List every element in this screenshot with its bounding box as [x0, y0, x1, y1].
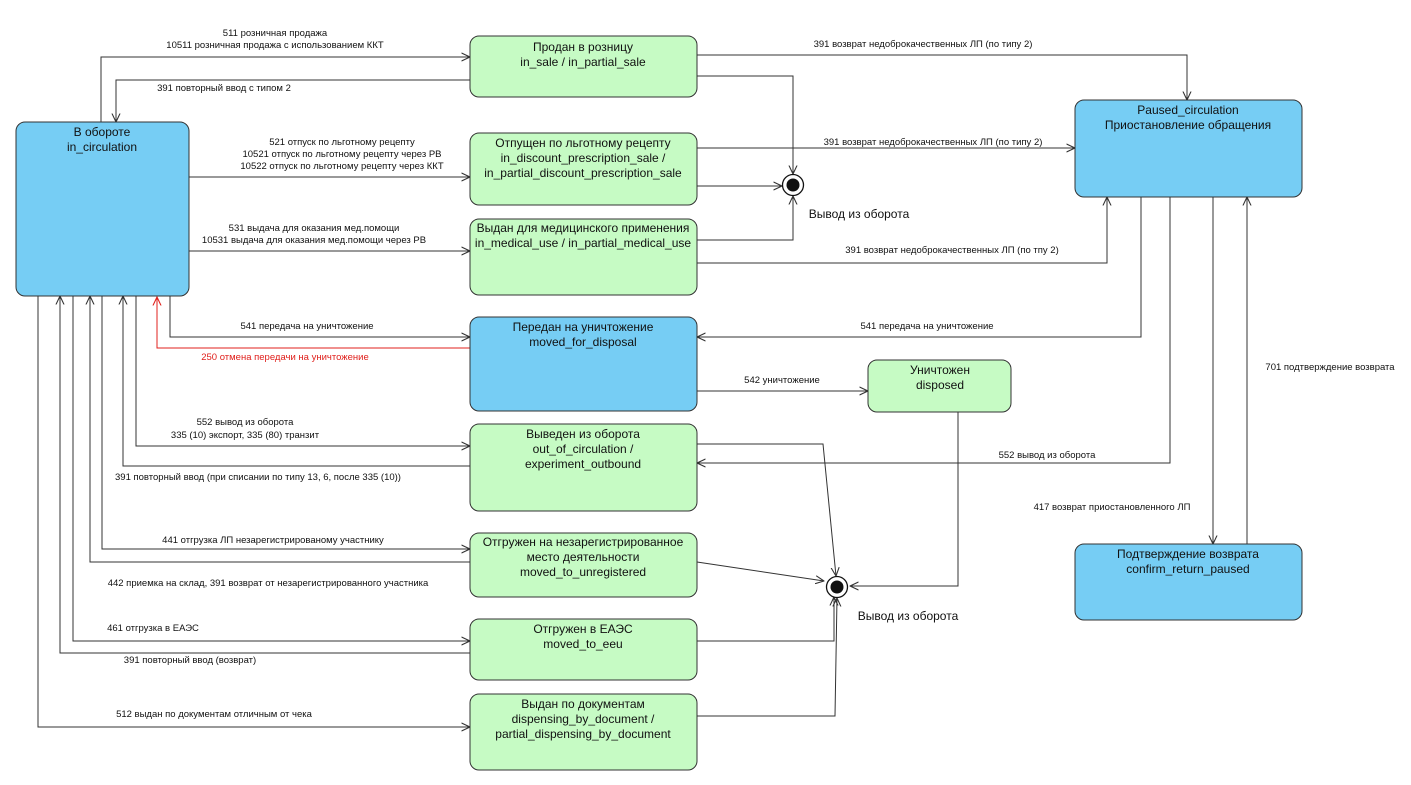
edge-label: 531 выдача для оказания мед.помощи: [229, 223, 400, 234]
edge-labels: 511 розничная продажа 10511 розничная пр…: [107, 28, 1395, 720]
edge-label: 701 подтверждение возврата: [1265, 362, 1395, 373]
edge-label: 521 отпуск по льготному рецепту: [269, 137, 415, 148]
edge-label: 10531 выдача для оказания мед.помощи чер…: [202, 235, 426, 246]
state-code: in_partial_discount_prescription_sale: [484, 166, 682, 180]
edge-label: 541 передача на уничтожение: [860, 321, 993, 332]
state-title: Выведен из оборота: [526, 427, 640, 441]
state-dispensing-by-document[interactable]: Выдан по документам dispensing_by_docume…: [469, 693, 698, 771]
edge-label: 250 отмена передачи на уничтожение: [201, 352, 369, 363]
edge-paused-to-out: [697, 197, 1171, 463]
edge-label: 391 повторный ввод с типом 2: [157, 83, 291, 94]
edge-sale-to-paused: [697, 54, 1187, 100]
state-title: место деятельности: [527, 550, 640, 564]
edge-label: 10521 отпуск по льготному рецепту через …: [242, 149, 441, 160]
edge-sale-back: [116, 79, 470, 122]
state-in-circulation[interactable]: В обороте in_circulation: [15, 121, 190, 297]
state-moved-to-eeu[interactable]: Отгружен в ЕАЭС moved_to_eeu: [469, 618, 698, 681]
edge-sale-to-terminal: [697, 75, 793, 174]
state-discount-prescription[interactable]: Отпущен по льготному рецепту in_discount…: [469, 132, 698, 206]
edge-to-out: [135, 296, 470, 446]
edge-eeu-to-terminal: [697, 597, 834, 642]
state-code: confirm_return_paused: [1126, 562, 1249, 576]
edge-label: 335 (10) экспорт, 335 (80) транзит: [171, 430, 320, 441]
edge-disposed-to-terminal: [850, 410, 959, 586]
edge-medical-to-paused: [697, 197, 1107, 264]
terminal-label: Вывод из оборота: [858, 609, 959, 623]
edge-label: 441 отгрузка ЛП незарегистрированому уча…: [162, 535, 384, 546]
edge-out-back: [123, 296, 470, 467]
final-state-top: Вывод из оборота: [781, 173, 910, 221]
edge-paused-to-disposal: [697, 197, 1142, 337]
edge-label: 10511 розничная продажа с использованием…: [166, 40, 384, 51]
state-code: out_of_circulation /: [533, 442, 634, 456]
state-title: Отпущен по льготному рецепту: [495, 136, 670, 150]
edge-medical-to-terminal: [697, 196, 793, 241]
state-in-sale[interactable]: Продан в розницу in_sale / in_partial_sa…: [469, 35, 698, 98]
state-out-of-circulation[interactable]: Выведен из оборота out_of_circulation / …: [469, 423, 698, 512]
edge-label: 552 вывод из оборота: [999, 450, 1096, 461]
state-code: experiment_outbound: [525, 457, 641, 471]
edge-label: 461 отгрузка в ЕАЭС: [107, 623, 199, 634]
state-code: moved_to_eeu: [543, 637, 622, 651]
edge-label: 391 повторный ввод (возврат): [124, 655, 256, 666]
edge-label: 391 возврат недоброкачественных ЛП (по т…: [845, 245, 1059, 256]
state-title: Отгружен на незарегистрированное: [483, 535, 684, 549]
final-state-bottom: Вывод из оборота: [825, 575, 959, 623]
state-code: in_circulation: [67, 140, 137, 154]
state-medical-use[interactable]: Выдан для медицинского применения in_med…: [469, 218, 698, 296]
state-confirm-return-paused[interactable]: Подтверждение возврата confirm_return_pa…: [1074, 543, 1303, 621]
state-title: Приостановление обращения: [1105, 118, 1271, 132]
state-title: Отгружен в ЕАЭС: [533, 622, 633, 636]
state-code: partial_dispensing_by_document: [495, 727, 671, 741]
edge-label: 541 передача на уничтожение: [240, 321, 373, 332]
state-disposed[interactable]: Уничтожен disposed: [867, 359, 1012, 413]
state-code: dispensing_by_document /: [512, 712, 655, 726]
edge-cancel-disposal: [157, 297, 470, 349]
state-code: in_sale / in_partial_sale: [520, 55, 646, 69]
edge-label: 417 возврат приостановленного ЛП: [1034, 502, 1191, 513]
edge-out-to-terminal: [697, 443, 836, 576]
state-title: В обороте: [74, 125, 131, 139]
edge-label: 552 вывод из оборота: [197, 417, 294, 428]
edges: [37, 54, 1247, 727]
edge-label: 391 возврат недоброкачественных ЛП (по т…: [824, 137, 1043, 148]
edge-to-sale: [100, 57, 470, 122]
state-title: Уничтожен: [910, 363, 970, 377]
edge-label: 512 выдан по документам отличным от чека: [116, 709, 313, 720]
edge-eeu-back: [60, 296, 470, 654]
edge-to-disposal: [169, 296, 470, 337]
edge-label: 10522 отпуск по льготному рецепту через …: [240, 161, 443, 172]
terminal-label: Вывод из оборота: [809, 207, 910, 221]
state-code: in_discount_prescription_sale /: [501, 151, 666, 165]
edge-label: 391 возврат недоброкачественных ЛП (по т…: [814, 39, 1033, 50]
state-title: Продан в розницу: [533, 40, 633, 54]
edge-to-document: [37, 296, 470, 727]
edge-label: 391 повторный ввод (при списании по типу…: [115, 472, 401, 483]
state-code: moved_for_disposal: [529, 335, 636, 349]
state-title: Выдан по документам: [521, 697, 645, 711]
state-code: in_medical_use / in_partial_medical_use: [475, 236, 691, 250]
edge-to-unregistered: [101, 296, 470, 549]
state-code: disposed: [916, 378, 964, 392]
state-title: Передан на уничтожение: [513, 320, 654, 334]
edge-unregistered-back: [90, 296, 470, 563]
state-code: moved_to_unregistered: [520, 565, 646, 579]
state-moved-to-unregistered[interactable]: Отгружен на незарегистрированное место д…: [469, 532, 698, 598]
state-title: Выдан для медицинского применения: [477, 221, 690, 235]
edge-unregistered-to-terminal: [696, 561, 824, 581]
state-moved-for-disposal[interactable]: Передан на уничтожение moved_for_disposa…: [469, 316, 698, 412]
state-code: Paused_circulation: [1137, 103, 1238, 117]
edge-label: 442 приемка на склад, 391 возврат от нез…: [108, 578, 429, 589]
state-paused-circulation[interactable]: Paused_circulation Приостановление обращ…: [1074, 99, 1303, 198]
edge-label: 542 уничтожение: [744, 375, 820, 386]
edge-label: 511 розничная продажа: [223, 28, 328, 39]
edge-document-to-terminal: [697, 598, 837, 717]
state-title: Подтверждение возврата: [1117, 547, 1259, 561]
edge-to-eeu: [72, 296, 470, 641]
